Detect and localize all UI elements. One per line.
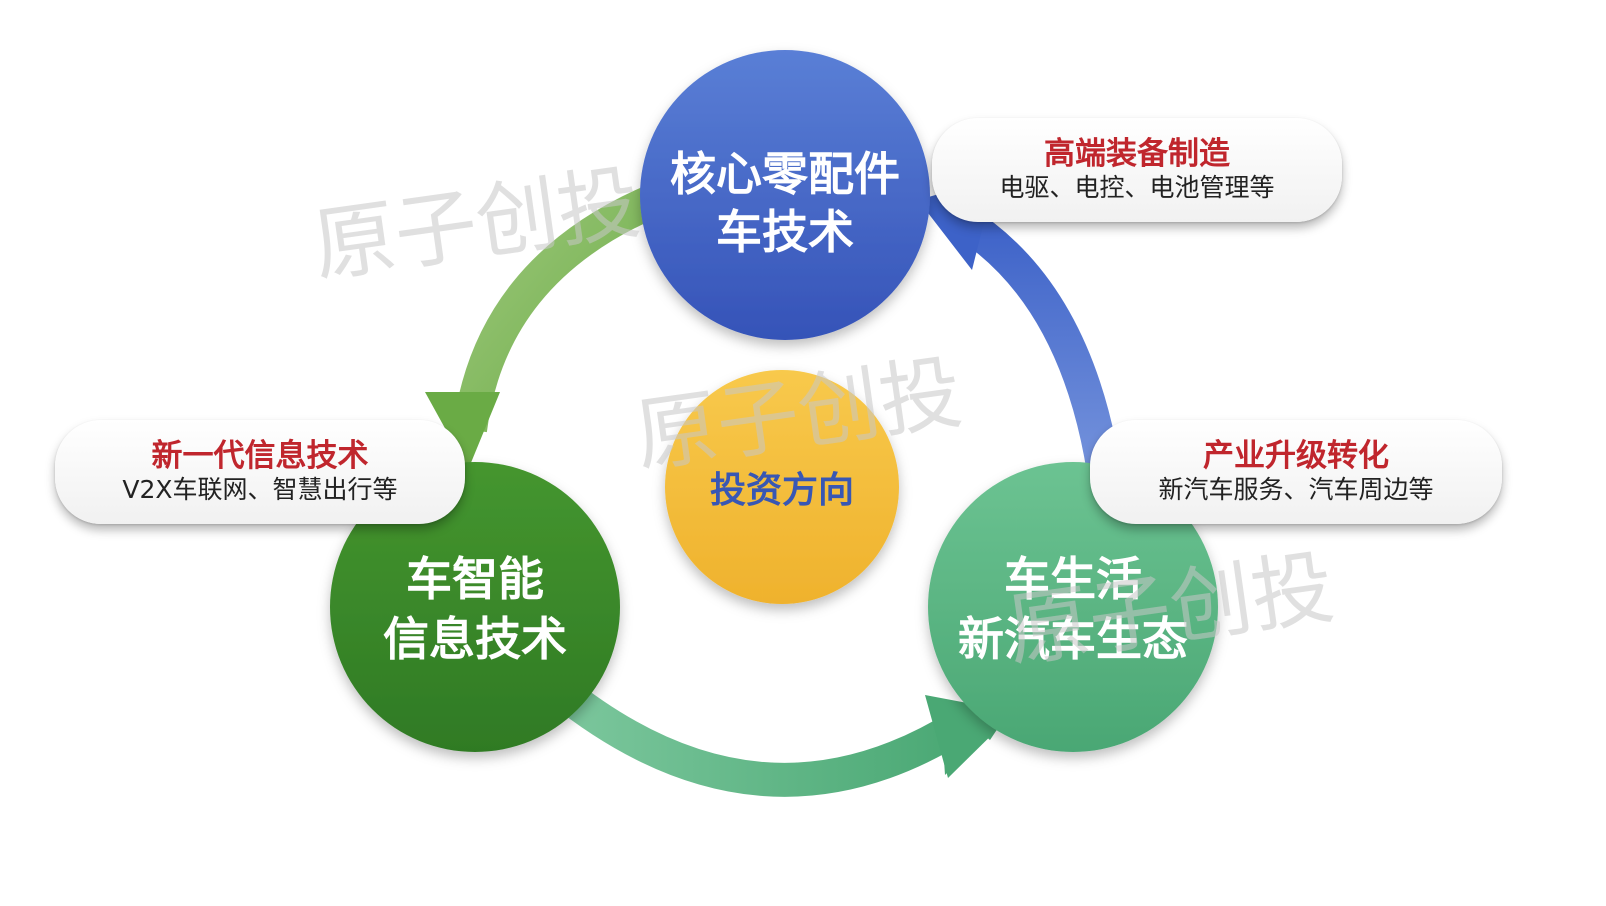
node-top-line2: 车技术 (716, 205, 854, 259)
callout-right: 产业升级转化 新汽车服务、汽车周边等 (1090, 420, 1502, 524)
node-top-line1: 核心零配件 (670, 147, 900, 201)
center-label: 投资方向 (710, 470, 854, 511)
callout-right-title: 产业升级转化 (1203, 437, 1389, 474)
watermark-top-left: 原子创投 (308, 155, 646, 295)
node-left-line1: 车智能 (406, 552, 544, 606)
callout-right-subtitle: 新汽车服务、汽车周边等 (1158, 475, 1434, 505)
callout-left-title: 新一代信息技术 (151, 437, 369, 474)
node-right-line2: 新汽车生态 (958, 612, 1188, 666)
callout-top-right-title: 高端装备制造 (1044, 135, 1230, 172)
arrow-top-to-left (425, 184, 662, 470)
node-right-line1: 车生活 (1004, 552, 1142, 606)
callout-left: 新一代信息技术 V2X车联网、智慧出行等 (55, 420, 465, 524)
callout-left-subtitle: V2X车联网、智慧出行等 (122, 475, 398, 505)
node-right: 车生活 新汽车生态 (928, 462, 1218, 752)
callout-top-right: 高端装备制造 电驱、电控、电池管理等 (932, 118, 1342, 222)
arrow-left-to-right (549, 676, 1015, 797)
node-top: 核心零配件 车技术 (640, 50, 930, 340)
node-left: 车智能 信息技术 (330, 462, 620, 752)
center-node: 投资方向 (665, 370, 899, 604)
node-left-line2: 信息技术 (383, 612, 567, 666)
callout-top-right-subtitle: 电驱、电控、电池管理等 (999, 173, 1275, 203)
